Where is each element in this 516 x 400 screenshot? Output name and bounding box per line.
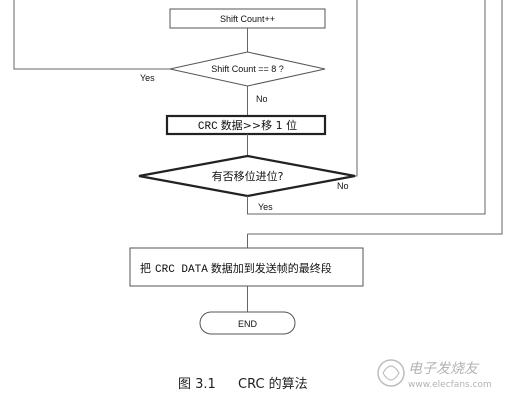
- shift-count-check-text: Shift Count == 8 ?: [211, 64, 284, 74]
- carry-yes-line: [247, 196, 357, 215]
- yes-loop-line: [13, 0, 170, 70]
- check-yes-label: Yes: [140, 73, 155, 83]
- carry-check-text: 有否移位进位?: [212, 169, 284, 183]
- append-crc-box: [129, 247, 364, 287]
- carry-no-label: No: [337, 181, 349, 191]
- watermark-brand: 电子发烧友: [408, 361, 480, 377]
- watermark-logo-icon: [377, 359, 405, 387]
- shift-count-increment-text: Shift Count++: [220, 14, 275, 24]
- shift-crc-box: [165, 114, 327, 136]
- watermark-url: www.elecfans.com: [408, 380, 492, 390]
- carry-yes-label: Yes: [258, 202, 273, 212]
- outer-loop-line: [357, 0, 486, 215]
- carry-no-loop-line: [355, 0, 358, 177]
- check-no-label: No: [256, 94, 268, 104]
- end-text: END: [238, 319, 258, 329]
- exit-loop-line: [247, 0, 503, 235]
- end-terminator: [199, 311, 296, 335]
- figure-title: CRC 的算法: [238, 376, 308, 392]
- figure-number: 图 3.1: [178, 377, 216, 392]
- watermark-logo: 电子发烧友 www.elecfans.com: [377, 359, 492, 390]
